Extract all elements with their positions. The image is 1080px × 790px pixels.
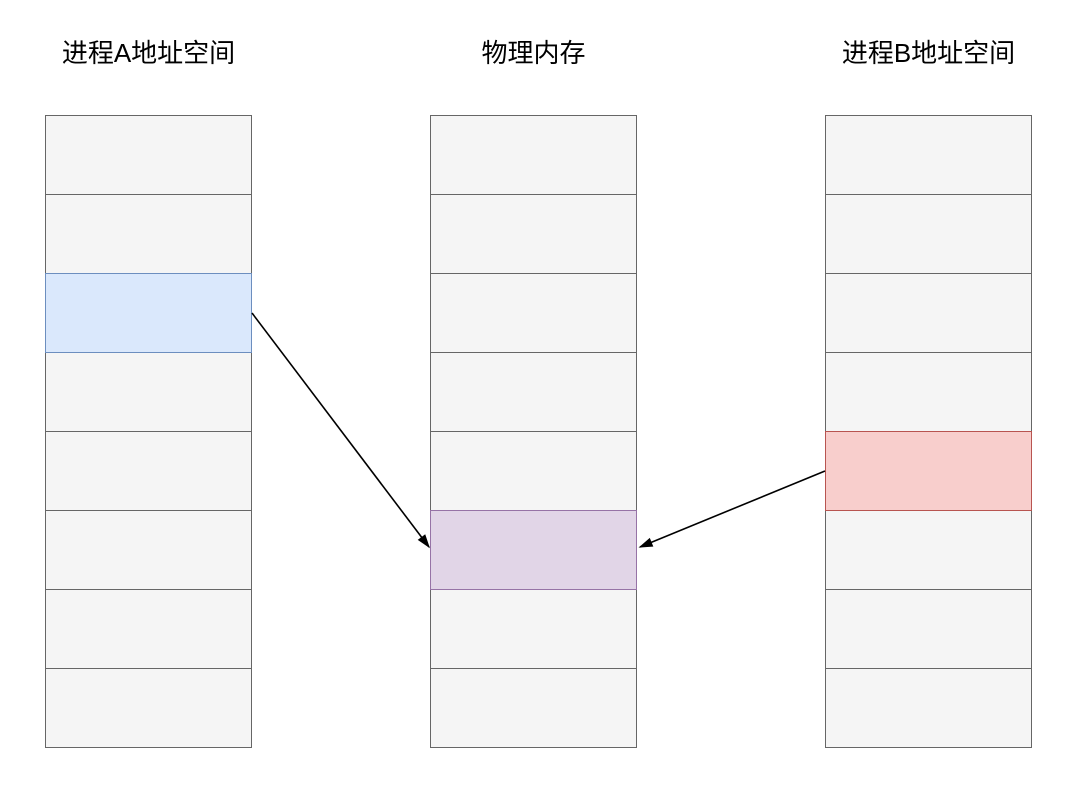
process-a-address-space-cell [45, 115, 252, 195]
process-b-address-space-cell [825, 589, 1032, 669]
process-a-address-space-cell [45, 510, 252, 590]
process-a-address-space-cell [45, 352, 252, 432]
title-physical-memory: 物理内存 [481, 38, 586, 68]
process-a-address-space-cell [45, 668, 252, 748]
column-physical-memory [430, 115, 637, 748]
title-process-b-address-space: 进程B地址空间 [841, 38, 1016, 68]
physical-memory-cell [430, 431, 637, 511]
process-b-address-space-cell [825, 273, 1032, 353]
physical-memory-cell [430, 194, 637, 274]
process-a-address-space-cell [45, 194, 252, 274]
column-process-b-address-space [825, 115, 1032, 748]
physical-memory-cell [430, 115, 637, 195]
physical-memory-highlighted-cell [430, 510, 637, 590]
process-a-address-space-cell [45, 589, 252, 669]
mapping-arrow [251, 312, 430, 549]
title-process-a-address-space: 进程A地址空间 [61, 38, 236, 68]
physical-memory-cell [430, 589, 637, 669]
physical-memory-cell [430, 668, 637, 748]
process-b-address-space-cell [825, 194, 1032, 274]
process-a-address-space-highlighted-cell [45, 273, 252, 353]
process-a-address-space-cell [45, 431, 252, 511]
process-b-address-space-cell [825, 668, 1032, 748]
process-b-address-space-highlighted-cell [825, 431, 1032, 511]
mapping-arrow [638, 470, 826, 548]
process-b-address-space-cell [825, 352, 1032, 432]
process-b-address-space-cell [825, 115, 1032, 195]
process-b-address-space-cell [825, 510, 1032, 590]
column-process-a-address-space [45, 115, 252, 748]
physical-memory-cell [430, 273, 637, 353]
physical-memory-cell [430, 352, 637, 432]
